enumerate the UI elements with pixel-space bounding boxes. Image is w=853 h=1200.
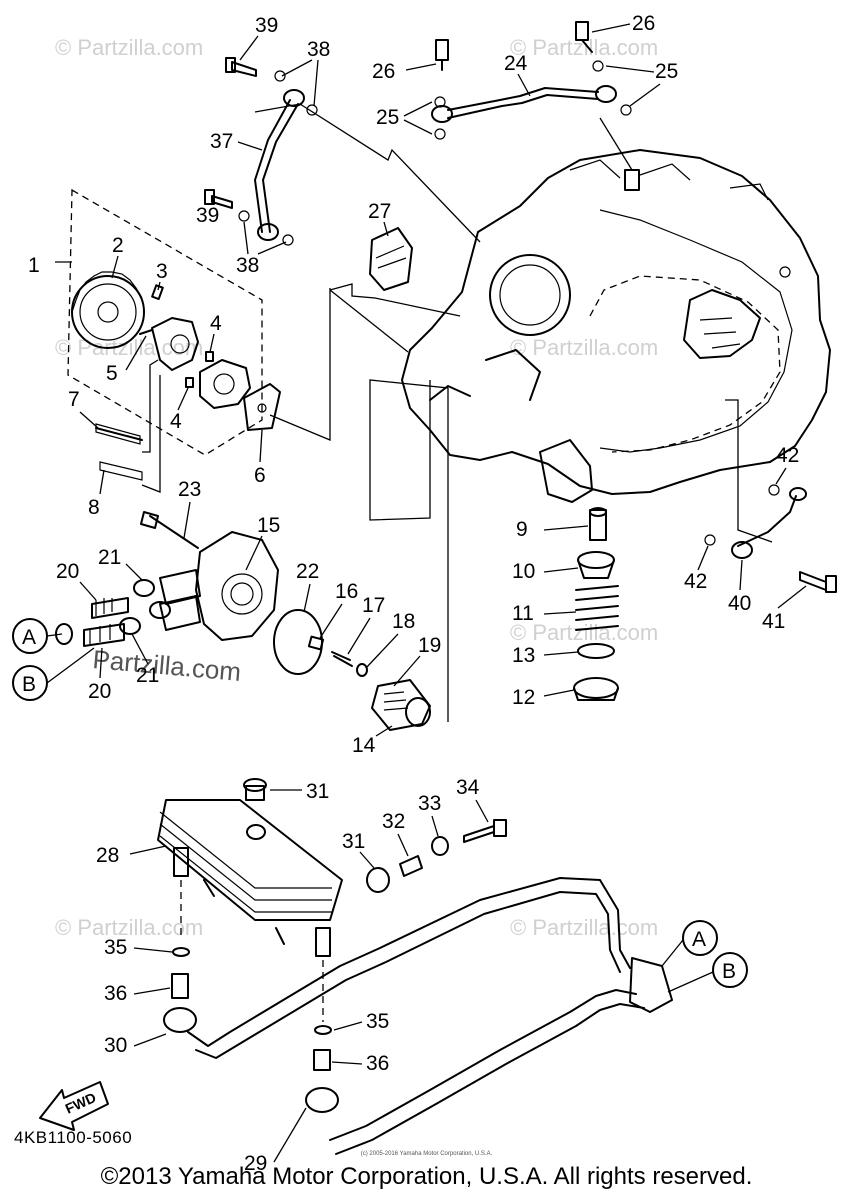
part-label[interactable]: 38 <box>236 254 259 277</box>
part-label[interactable]: 35 <box>366 1010 389 1033</box>
callout-a-right: A <box>661 920 718 967</box>
part-label[interactable]: 17 <box>362 594 385 617</box>
copyright-notice: ©2013 Yamaha Motor Corporation, U.S.A. A… <box>100 1163 753 1190</box>
part-label[interactable]: 29 <box>244 1152 267 1175</box>
strainer-parts <box>573 484 837 701</box>
part-label[interactable]: 39 <box>255 14 278 37</box>
oil-filter-housing <box>55 511 431 731</box>
part-label[interactable]: 9 <box>516 518 528 541</box>
part-label[interactable]: 5 <box>106 362 118 385</box>
part-label[interactable]: 31 <box>306 780 329 803</box>
part-label[interactable]: 2 <box>112 234 124 257</box>
part-label[interactable]: 4 <box>170 410 182 433</box>
part-label[interactable]: 15 <box>257 514 280 537</box>
part-label[interactable]: 22 <box>296 560 319 583</box>
part-label[interactable]: 7 <box>68 388 80 411</box>
part-label[interactable]: 18 <box>392 610 415 633</box>
part-label[interactable]: 21 <box>98 546 121 569</box>
part-labels: 39 38 37 39 38 1 2 3 4 5 4 7 6 8 23 15 2… <box>28 12 807 1175</box>
leader-lines <box>254 103 773 722</box>
watermark: © Partzilla.com <box>510 620 658 645</box>
part-label[interactable]: 39 <box>196 204 219 227</box>
watermark: © Partzilla.com <box>510 35 658 60</box>
crankcase <box>401 149 831 503</box>
part-label[interactable]: 20 <box>56 560 79 583</box>
part-label[interactable]: 30 <box>104 1034 127 1057</box>
part-label[interactable]: 20 <box>88 680 111 703</box>
part-label[interactable]: 16 <box>335 580 358 603</box>
part-label[interactable]: 10 <box>512 560 535 583</box>
catalog-code: 4KB1100-5060 <box>14 1128 133 1147</box>
part-label[interactable]: 11 <box>512 602 534 625</box>
part-label[interactable]: 25 <box>655 60 678 83</box>
oil-cooler <box>157 778 673 1155</box>
part-label[interactable]: 42 <box>776 444 799 467</box>
watermark: © Partzilla.com <box>55 35 203 60</box>
watermark: © Partzilla.com <box>510 335 658 360</box>
small-copyright: (c) 2005-2016 Yamaha Motor Corporation, … <box>360 1151 493 1157</box>
svg-text:A: A <box>692 928 706 951</box>
part-label[interactable]: 42 <box>684 570 707 593</box>
part-label[interactable]: 28 <box>96 844 119 867</box>
watermark: © Partzilla.com <box>55 915 203 940</box>
oil-pipes <box>204 21 632 291</box>
part-label[interactable]: 1 <box>28 254 40 277</box>
part-label[interactable]: 19 <box>418 634 441 657</box>
callout-b-left: B <box>12 647 95 701</box>
part-label[interactable]: 26 <box>372 60 395 83</box>
part-label[interactable]: 27 <box>368 200 391 223</box>
part-label[interactable]: 35 <box>104 936 127 959</box>
part-label[interactable]: 8 <box>88 496 100 519</box>
part-label[interactable]: 3 <box>156 260 168 283</box>
part-label[interactable]: 36 <box>104 982 127 1005</box>
part-label[interactable]: 23 <box>178 478 201 501</box>
callout-a-left: A <box>12 618 63 654</box>
part-label[interactable]: 38 <box>307 38 330 61</box>
part-label[interactable]: 12 <box>512 686 535 709</box>
part-label[interactable]: 13 <box>512 644 535 667</box>
svg-text:B: B <box>722 960 736 983</box>
svg-text:B: B <box>22 673 36 696</box>
part-label[interactable]: 26 <box>632 12 655 35</box>
part-label[interactable]: 6 <box>254 464 266 487</box>
part-label[interactable]: 41 <box>762 610 785 633</box>
watermarks: © Partzilla.com © Partzilla.com © Partzi… <box>55 35 658 940</box>
part-label[interactable]: 36 <box>366 1052 389 1075</box>
callout-b-right: B <box>667 952 748 993</box>
part-label[interactable]: 32 <box>382 810 405 833</box>
part-label[interactable]: 33 <box>418 792 441 815</box>
part-label[interactable]: 14 <box>352 734 376 757</box>
fwd-arrow: FWD <box>39 1081 109 1131</box>
oil-pump-group <box>55 188 281 493</box>
part-label[interactable]: 40 <box>728 592 751 615</box>
part-label[interactable]: 25 <box>376 106 399 129</box>
watermark: © Partzilla.com <box>510 915 658 940</box>
part-label[interactable]: 4 <box>210 312 222 335</box>
watermark-dark: Partzilla.com <box>91 644 242 687</box>
part-label[interactable]: 21 <box>136 664 159 687</box>
part-label[interactable]: 37 <box>210 130 233 153</box>
watermark: © Partzilla.com <box>55 335 203 360</box>
svg-text:A: A <box>22 626 36 649</box>
part-label[interactable]: 34 <box>456 776 480 799</box>
part-label[interactable]: 24 <box>504 52 528 75</box>
part-label[interactable]: 31 <box>342 830 365 853</box>
